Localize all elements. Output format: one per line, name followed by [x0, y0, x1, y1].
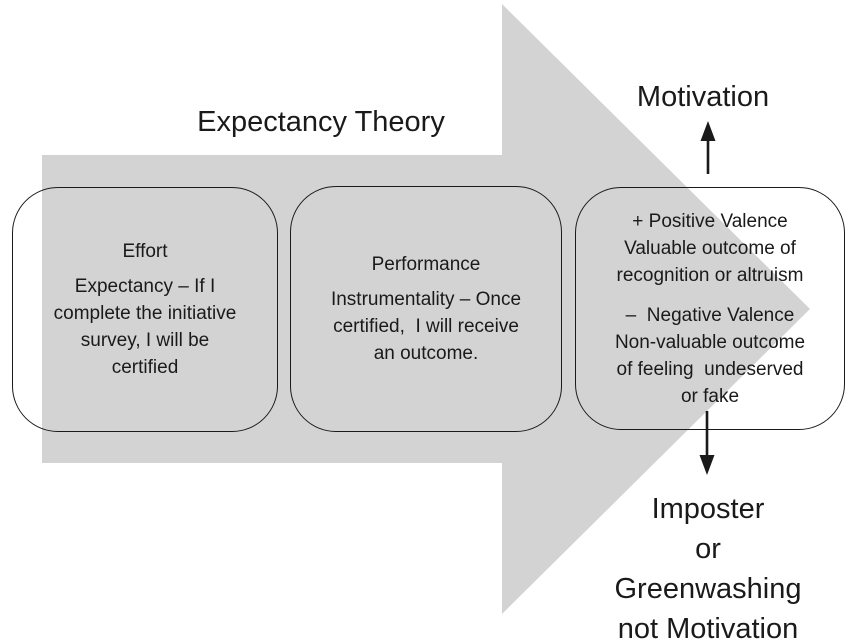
box-valence: + Positive Valence Valuable outcome of r… — [575, 187, 845, 430]
outcome-label: Imposter or Greenwashing not Motivation — [614, 493, 802, 643]
box-performance-body: Instrumentality – Once certified, I will… — [330, 289, 522, 364]
demotivation-arrow-icon — [699, 411, 715, 475]
box-effort-title: Effort — [122, 241, 168, 262]
motivation-arrow-icon — [700, 121, 716, 174]
diagram-title: Expectancy Theory — [197, 106, 445, 138]
box-effort-body: Expectancy – If I complete the initiativ… — [53, 276, 237, 378]
motivation-label: Motivation — [636, 81, 770, 113]
box-valence-negative: – Negative Valence Non-valuable outcome … — [614, 304, 806, 407]
block-arrow-shape — [42, 4, 810, 614]
box-performance-title: Performance — [371, 254, 481, 275]
box-valence-positive: + Positive Valence Valuable outcome of r… — [616, 210, 804, 286]
box-effort: Effort Expectancy – If I complete the in… — [12, 187, 278, 432]
box-performance: Performance Instrumentality – Once certi… — [290, 186, 562, 432]
